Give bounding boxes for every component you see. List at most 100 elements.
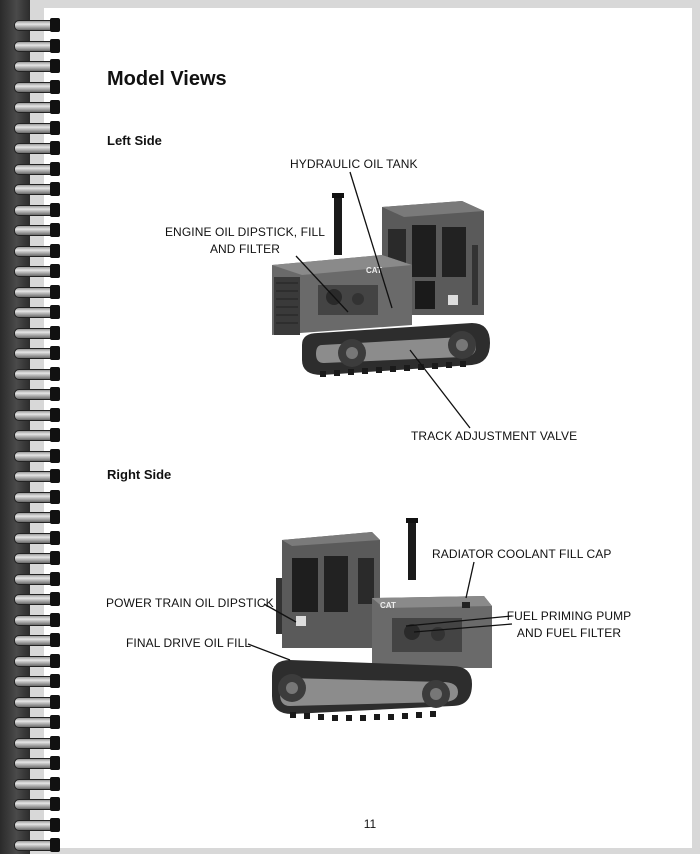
binding-punch-hole (50, 449, 60, 463)
binding-punch-hole (50, 223, 60, 237)
binding-punch-hole (50, 572, 60, 586)
binding-ring (14, 408, 62, 423)
binding-ring (14, 387, 62, 402)
binding-ring (14, 674, 62, 689)
binding-punch-hole (50, 387, 60, 401)
page-number: 11 (363, 817, 377, 831)
page-title: Model Views (107, 68, 227, 90)
callout-fuel-line2: AND FUEL FILTER (516, 626, 622, 640)
photo-brand-right: CAT (380, 601, 396, 610)
binding-punch-hole (50, 674, 60, 688)
binding-punch-hole (50, 838, 60, 852)
binding-punch-hole (50, 654, 60, 668)
callout-track-adjustment-valve: TRACK ADJUSTMENT VALVE (411, 429, 578, 443)
binding-ring (14, 551, 62, 566)
binding-ring (14, 838, 62, 853)
binding-punch-hole (50, 695, 60, 709)
binding-ring (14, 18, 62, 33)
binding-punch-hole (50, 531, 60, 545)
leader-final-drive (247, 643, 291, 661)
leader-engine (295, 255, 349, 313)
binding-ring (14, 39, 62, 54)
binding-ring (14, 736, 62, 751)
binding-ring (14, 203, 62, 218)
binding-punch-hole (50, 162, 60, 176)
callout-engine-oil-dipstick: ENGINE OIL DIPSTICK, FILL AND FILTER (160, 224, 330, 258)
callout-radiator-coolant-fill-cap: RADIATOR COOLANT FILL CAP (432, 547, 612, 561)
photo-brand-left: CAT (366, 266, 382, 275)
binding-punch-hole (50, 182, 60, 196)
binding-punch-hole (50, 490, 60, 504)
binding-ring (14, 531, 62, 546)
binding-ring (14, 613, 62, 628)
binding-punch-hole (50, 551, 60, 565)
binding-punch-hole (50, 408, 60, 422)
binding-punch-hole (50, 633, 60, 647)
callout-fuel-priming-pump: FUEL PRIMING PUMP AND FUEL FILTER (504, 608, 634, 642)
binding-ring (14, 100, 62, 115)
binding-punch-hole (50, 121, 60, 135)
binding-ring (14, 305, 62, 320)
leader-track (409, 349, 471, 429)
leader-hydraulic (349, 171, 393, 309)
binding-ring (14, 367, 62, 382)
binding-punch-hole (50, 428, 60, 442)
binding-ring (14, 490, 62, 505)
binding-ring (14, 285, 62, 300)
binding-punch-hole (50, 39, 60, 53)
binding-punch-hole (50, 264, 60, 278)
binding-ring (14, 510, 62, 525)
binding-ring (14, 264, 62, 279)
binding-punch-hole (50, 326, 60, 340)
callout-hydraulic-oil-tank: HYDRAULIC OIL TANK (290, 157, 418, 171)
binding-punch-hole (50, 613, 60, 627)
binding-punch-hole (50, 592, 60, 606)
binding-ring (14, 756, 62, 771)
callout-engine-line2: AND FILTER (209, 242, 281, 256)
callout-engine-line1: ENGINE OIL DIPSTICK, FILL (164, 225, 326, 239)
binding-punch-hole (50, 305, 60, 319)
binding-punch-hole (50, 736, 60, 750)
binding-punch-hole (50, 818, 60, 832)
binding-ring (14, 633, 62, 648)
binding-ring (14, 182, 62, 197)
binding-ring (14, 121, 62, 136)
binding-spine (0, 0, 30, 854)
binding-punch-hole (50, 100, 60, 114)
binding-ring (14, 654, 62, 669)
right-side-heading: Right Side (107, 467, 172, 482)
binding-ring (14, 80, 62, 95)
spiral-binding (0, 0, 66, 854)
leader-radiator (465, 561, 475, 599)
binding-ring (14, 223, 62, 238)
leader-power-train (263, 603, 297, 623)
callout-final-drive-oil-fill: FINAL DRIVE OIL FILL (126, 636, 252, 650)
binding-punch-hole (50, 203, 60, 217)
binding-punch-hole (50, 18, 60, 32)
binding-ring (14, 326, 62, 341)
binding-ring (14, 572, 62, 587)
binding-punch-hole (50, 80, 60, 94)
binding-punch-hole (50, 469, 60, 483)
binding-punch-hole (50, 756, 60, 770)
binding-punch-hole (50, 244, 60, 258)
binding-ring (14, 777, 62, 792)
callout-fuel-line1: FUEL PRIMING PUMP (506, 609, 632, 623)
binding-punch-hole (50, 367, 60, 381)
binding-ring (14, 428, 62, 443)
binding-ring (14, 818, 62, 833)
binding-ring (14, 244, 62, 259)
binding-ring (14, 715, 62, 730)
binding-punch-hole (50, 346, 60, 360)
binding-ring (14, 449, 62, 464)
leader-fuel-2 (413, 623, 513, 633)
left-side-heading: Left Side (107, 133, 162, 148)
binding-punch-hole (50, 510, 60, 524)
binding-ring (14, 346, 62, 361)
binding-ring (14, 162, 62, 177)
binding-ring (14, 469, 62, 484)
binding-punch-hole (50, 715, 60, 729)
right-side-dozer-photo: CAT (272, 518, 492, 721)
binding-ring (14, 59, 62, 74)
